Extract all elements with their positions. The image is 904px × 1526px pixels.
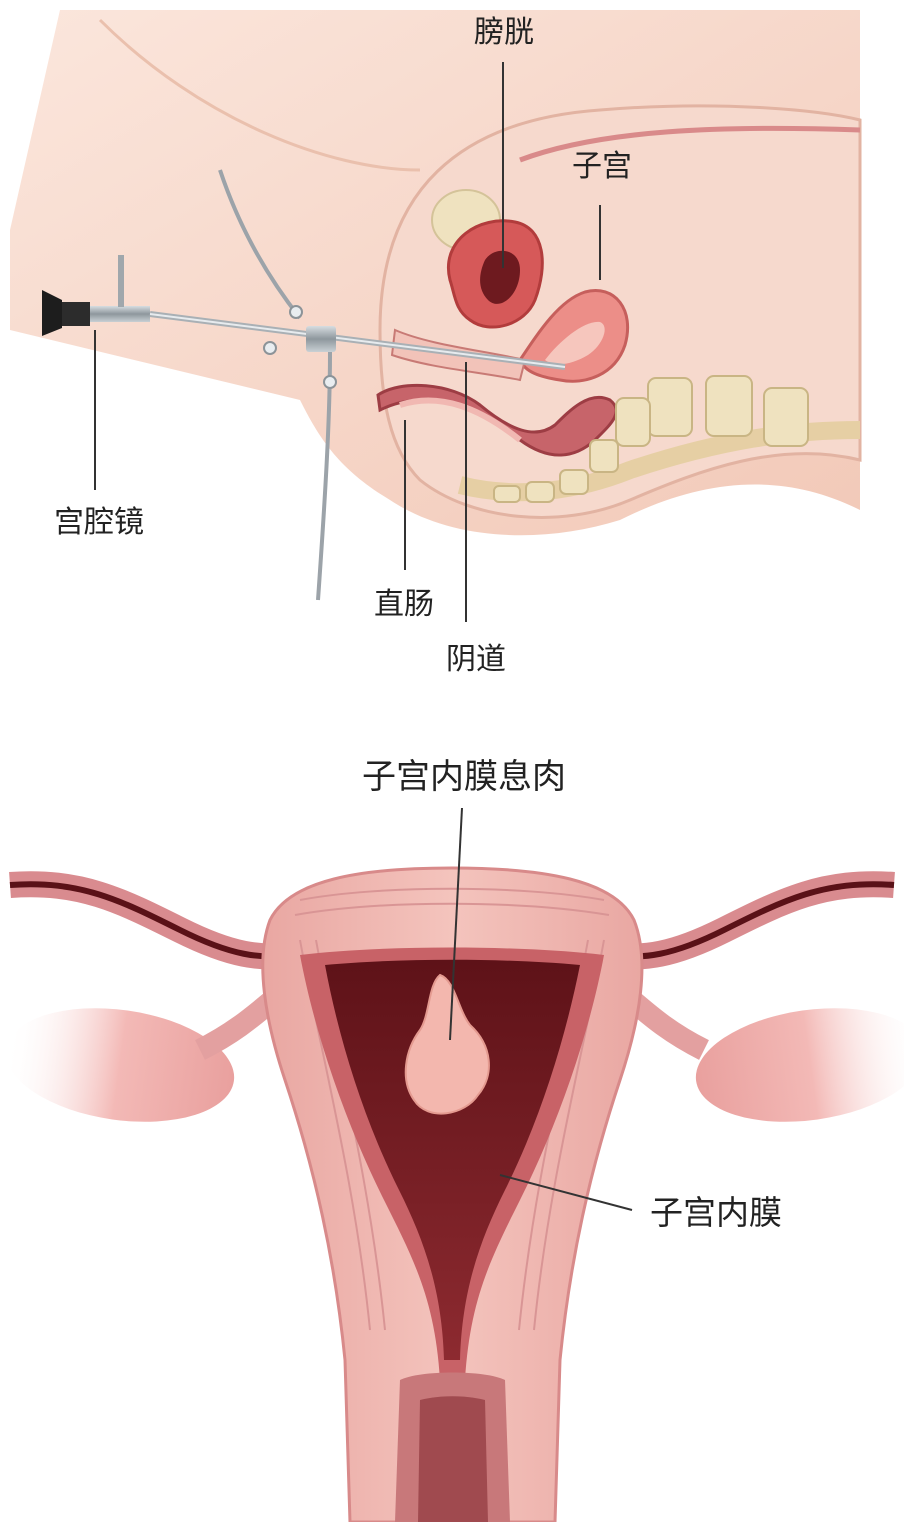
uterus-frontal-figure xyxy=(0,808,904,1522)
vaginal-lumen xyxy=(418,1396,488,1522)
right-ovary xyxy=(688,995,904,1136)
label-vagina: 阴道 xyxy=(446,645,506,675)
label-bladder: 膀胱 xyxy=(474,18,534,48)
label-endometrial-polyp: 子宫内膜息肉 xyxy=(362,760,566,794)
label-rectum: 直肠 xyxy=(374,590,434,620)
label-endometrium: 子宫内膜 xyxy=(650,1196,782,1229)
label-uterus: 子宫 xyxy=(572,152,632,182)
label-hysteroscope: 宫腔镜 xyxy=(54,508,144,538)
left-ovary xyxy=(0,995,242,1136)
